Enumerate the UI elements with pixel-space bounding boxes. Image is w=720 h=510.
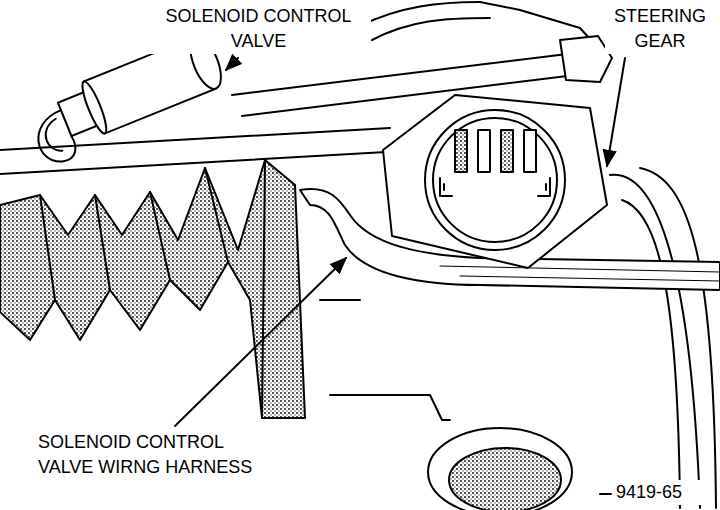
connector-ring [433, 118, 557, 242]
bellows-boot [0, 160, 305, 418]
tube-line [0, 128, 390, 150]
leader-line [600, 493, 611, 495]
part-label: 9419-65 [614, 480, 712, 505]
part-label: SOLENOID CONTROL VALVE WIRNG HARNESS [36, 430, 268, 480]
fitting [428, 428, 572, 510]
gear-flange [640, 168, 716, 508]
connector-pin [501, 130, 513, 172]
leader-line [607, 58, 625, 166]
connector-pin [455, 130, 467, 172]
harness-line [440, 266, 720, 281]
hex-connector [383, 95, 607, 268]
part-label: SOLENOID CONTROL VALVE [146, 4, 371, 54]
housing-line [330, 395, 450, 420]
connector-hook [440, 178, 452, 196]
connector-hook [538, 178, 550, 196]
connector-pin [524, 130, 536, 172]
gear-flange [610, 175, 700, 508]
part-label: STEERING GEAR [605, 4, 715, 54]
fitting [449, 448, 561, 510]
connector-ring [425, 110, 565, 250]
leader-line [226, 58, 238, 70]
tube-line [0, 152, 386, 174]
tube-line [372, 18, 490, 40]
tube-line [232, 50, 600, 95]
gear-flange [622, 200, 680, 508]
connector-pin [478, 130, 490, 172]
housing-line [320, 299, 360, 301]
bellows-ridge [40, 160, 265, 418]
leader-line [175, 258, 346, 426]
